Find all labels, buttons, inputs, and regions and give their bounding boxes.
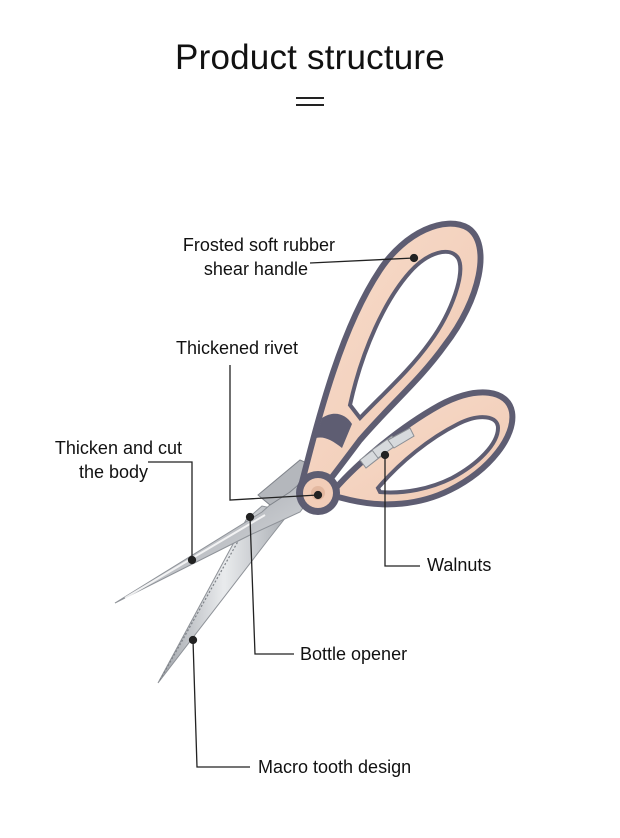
leader-handle	[309, 257, 415, 264]
label-body-line2: the body	[78, 462, 148, 482]
walnut-teeth	[359, 427, 415, 469]
leader-lines	[148, 253, 420, 768]
leader-walnuts	[384, 455, 420, 567]
lower-blade	[157, 505, 291, 684]
label-handle-line2: shear handle	[203, 259, 308, 279]
label-bottle-opener: Bottle opener	[300, 644, 408, 664]
label-walnuts: Walnuts	[427, 555, 492, 575]
upper-handle-hole	[347, 249, 463, 422]
leader-opener-dot	[245, 512, 255, 522]
blade-highlight	[124, 514, 266, 599]
serration-edge	[159, 519, 251, 681]
upper-grip-band	[316, 413, 352, 448]
title-divider-top	[296, 97, 324, 99]
title-divider-bottom	[296, 104, 324, 106]
label-rivet: Thickened rivet	[176, 338, 299, 358]
label-handle-line1: Frosted soft rubber	[182, 235, 335, 255]
label-body-line1: Thicken and cut	[54, 438, 182, 458]
label-macro-tooth: Macro tooth design	[258, 757, 412, 777]
leader-body-dot	[187, 555, 197, 565]
leader-tooth-dot	[188, 635, 198, 645]
page-title: Product structure	[175, 38, 445, 77]
leader-tooth	[192, 639, 250, 768]
leader-body	[148, 461, 193, 560]
leader-opener	[249, 516, 294, 655]
lower-handle-hole	[375, 415, 501, 495]
leader-handle-dot	[409, 253, 419, 263]
leader-walnuts-dot	[380, 450, 390, 460]
leader-rivet-dot	[313, 490, 323, 500]
leader-rivet	[229, 365, 319, 501]
